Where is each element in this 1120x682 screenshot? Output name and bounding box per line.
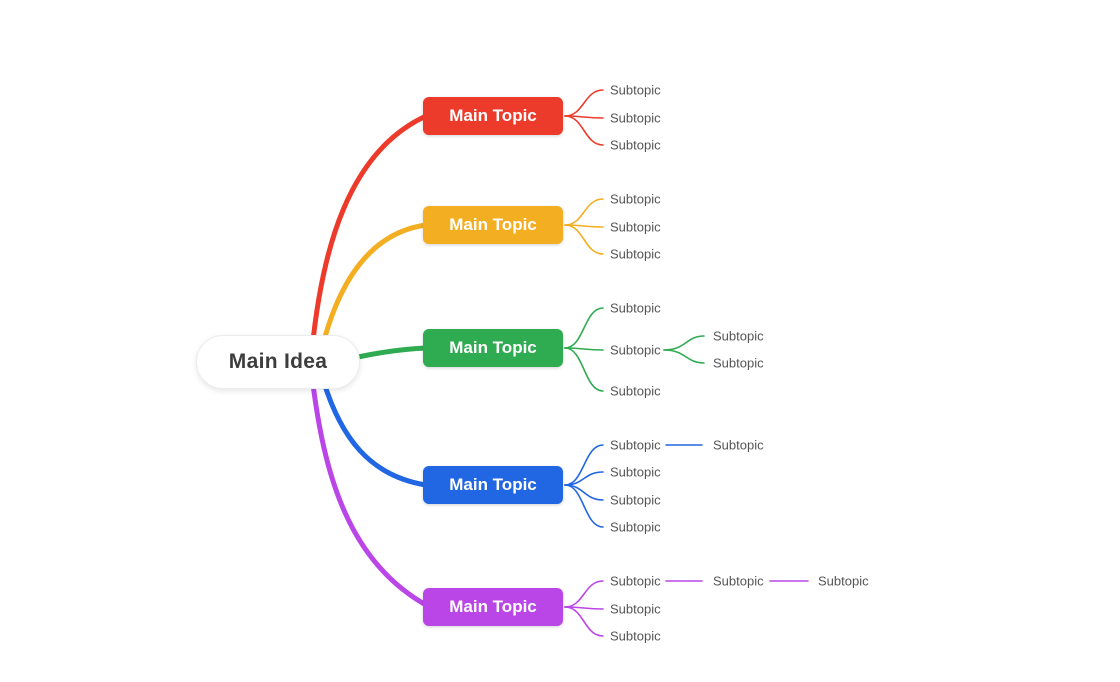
connector bbox=[564, 89, 604, 117]
subtopic-node[interactable]: Subtopic bbox=[610, 437, 661, 453]
subtopic-node[interactable]: Subtopic bbox=[610, 191, 661, 207]
connector bbox=[564, 307, 604, 349]
topic-node-5[interactable]: Main Topic bbox=[423, 588, 563, 626]
subtopic-node[interactable]: Subtopic bbox=[610, 383, 661, 399]
subtopic-node[interactable]: Subtopic bbox=[818, 573, 869, 589]
main-branches bbox=[309, 113, 429, 608]
connectors-topic-4 bbox=[564, 444, 703, 528]
connector bbox=[564, 115, 604, 146]
subtopic-node[interactable]: Subtopic bbox=[610, 219, 661, 235]
root-node[interactable]: Main Idea bbox=[196, 335, 360, 389]
subtopic-node[interactable]: Subtopic bbox=[713, 355, 764, 371]
connectors-topic-3 bbox=[564, 307, 705, 392]
subtopic-node[interactable]: Subtopic bbox=[610, 519, 661, 535]
connector bbox=[564, 606, 604, 637]
topic-node-1[interactable]: Main Topic bbox=[423, 97, 563, 135]
topic-node-2[interactable]: Main Topic bbox=[423, 206, 563, 244]
subtopic-node[interactable]: Subtopic bbox=[713, 328, 764, 344]
subtopic-node[interactable]: Subtopic bbox=[610, 628, 661, 644]
connectors-topic-5 bbox=[564, 580, 809, 637]
branch-topic-1 bbox=[309, 113, 429, 353]
subtopic-node[interactable]: Subtopic bbox=[610, 246, 661, 262]
topic-node-3[interactable]: Main Topic bbox=[423, 329, 563, 367]
subtopic-node[interactable]: Subtopic bbox=[610, 573, 661, 589]
connector bbox=[564, 444, 604, 486]
topic-node-4[interactable]: Main Topic bbox=[423, 466, 563, 504]
subtopic-node[interactable]: Subtopic bbox=[713, 437, 764, 453]
subtopic-node[interactable]: Subtopic bbox=[713, 573, 764, 589]
connectors-topic-1 bbox=[564, 89, 604, 146]
subtopic-node[interactable]: Subtopic bbox=[610, 601, 661, 617]
branch-topic-2 bbox=[319, 222, 429, 351]
connector bbox=[564, 224, 604, 255]
connectors-topic-2 bbox=[564, 198, 604, 255]
connector bbox=[663, 335, 705, 351]
subtopic-node[interactable]: Subtopic bbox=[610, 492, 661, 508]
connector bbox=[564, 484, 604, 528]
connector bbox=[564, 580, 604, 608]
subtopic-node[interactable]: Subtopic bbox=[610, 464, 661, 480]
branch-topic-3 bbox=[355, 345, 429, 360]
subtopic-node[interactable]: Subtopic bbox=[610, 300, 661, 316]
connector bbox=[663, 349, 705, 364]
connector bbox=[564, 347, 604, 392]
branch-topic-5 bbox=[309, 373, 429, 608]
subtopic-node[interactable]: Subtopic bbox=[610, 82, 661, 98]
subtopic-node[interactable]: Subtopic bbox=[610, 342, 661, 358]
subtopic-node[interactable]: Subtopic bbox=[610, 110, 661, 126]
connector bbox=[564, 198, 604, 226]
branch-topic-4 bbox=[319, 373, 429, 488]
subtopic-node[interactable]: Subtopic bbox=[610, 137, 661, 153]
